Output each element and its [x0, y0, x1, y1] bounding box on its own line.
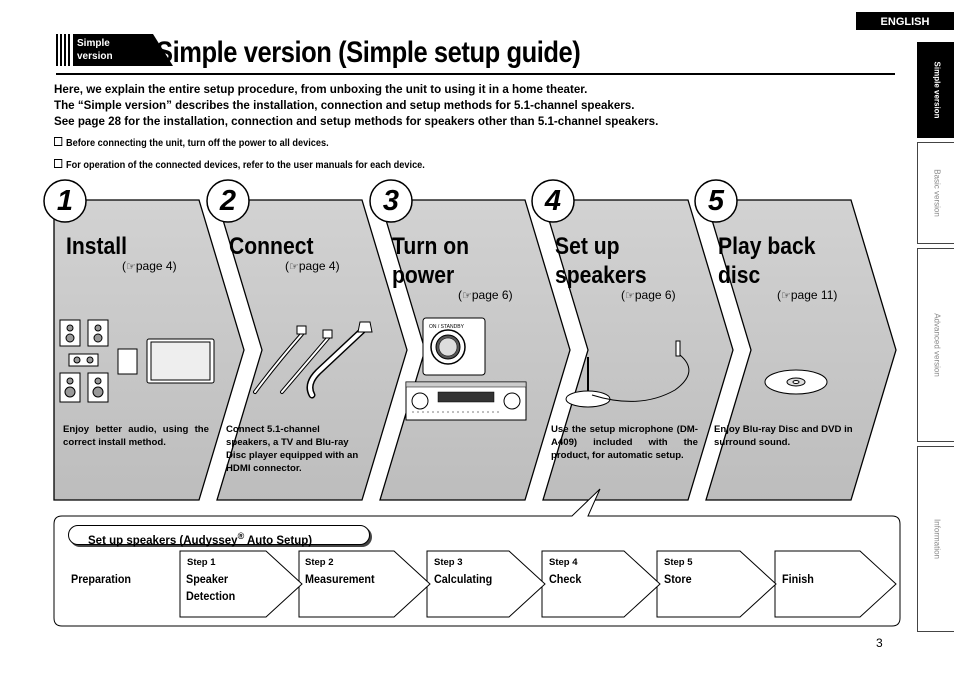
step-2-description: Connect 5.1-channel speakers, a TV and B…	[226, 424, 359, 474]
cables-illustration	[253, 321, 373, 399]
flow-step3-label: Step 3	[434, 557, 463, 568]
step-1-page-ref[interactable]: (☞page 4)	[122, 259, 177, 273]
step-4-number: 4	[544, 185, 562, 217]
flow-step4-shape	[541, 550, 661, 618]
step-4-description: Use the setup microphone (DM-A409) inclu…	[551, 424, 698, 461]
pointing-hand-icon: ☞	[126, 261, 136, 273]
microphone-illustration	[565, 340, 690, 408]
step-5-description: Enjoy Blu-ray Disc and DVD in surround s…	[714, 424, 853, 448]
simple-version-tag	[73, 34, 173, 66]
flow-step3-shape	[426, 550, 546, 618]
flow-step5-label: Step 5	[664, 557, 693, 568]
step-3-number-circle	[369, 179, 413, 223]
flow-step4-label: Step 4	[549, 557, 578, 568]
disc-illustration	[764, 369, 828, 395]
step-5-panel	[705, 199, 897, 501]
flow-step4-name: Check	[549, 572, 582, 586]
checkbox-icon	[54, 137, 63, 146]
step-1-title: Install	[66, 233, 128, 260]
step-4-panel	[542, 199, 734, 501]
step-2-number: 2	[219, 185, 237, 217]
pointing-hand-icon: ☞	[289, 261, 299, 273]
av-receiver-illustration	[405, 317, 527, 421]
flow-step5-shape	[656, 550, 777, 618]
title-divider	[56, 73, 895, 75]
step-5-number: 5	[707, 185, 725, 217]
flow-step1-shape	[179, 550, 303, 618]
side-tab-simple-version[interactable]: Simple version	[917, 42, 954, 138]
flow-step1-label: Step 1	[187, 557, 216, 568]
note-power-off: Before connecting the unit, turn off the…	[54, 137, 329, 149]
pointing-hand-icon: ☞	[462, 290, 472, 302]
flow-step5-name: Store	[664, 572, 692, 586]
step-1-number-circle	[43, 179, 87, 223]
language-label: ENGLISH	[856, 12, 954, 30]
checkbox-icon	[54, 159, 63, 168]
side-tab-basic-version[interactable]: Basic version	[917, 142, 954, 244]
flow-step2-label: Step 2	[305, 557, 334, 568]
step-3-page-ref[interactable]: (☞page 6)	[458, 288, 513, 302]
step-5-page-ref[interactable]: (☞page 11)	[777, 288, 838, 302]
step-2-number-circle	[206, 179, 250, 223]
flow-step2-name: Measurement	[305, 572, 375, 586]
step-2-page-ref[interactable]: (☞page 4)	[285, 259, 340, 273]
intro-line-1: Here, we explain the entire setup proced…	[54, 83, 588, 96]
step-5-number-circle	[694, 179, 738, 223]
pointing-hand-icon: ☞	[625, 290, 635, 302]
flow-finish-shape	[774, 550, 897, 618]
flow-preparation: Preparation	[71, 572, 132, 586]
page-title: Simple version (Simple setup guide)	[156, 36, 581, 69]
side-tab-information[interactable]: Information	[917, 446, 954, 632]
pointing-hand-icon: ☞	[781, 290, 791, 302]
step-2-title: Connect	[229, 233, 314, 260]
flow-step3-name: Calculating	[434, 572, 493, 586]
page-number: 3	[876, 636, 883, 650]
on-standby-label: ON / STANDBY	[429, 324, 465, 330]
step-4-number-circle	[531, 179, 575, 223]
flow-finish: Finish	[782, 572, 814, 586]
step-2-panel	[216, 199, 408, 501]
flow-step2-shape	[298, 550, 431, 618]
step-1-description: Enjoy better audio, using the correct in…	[63, 424, 209, 448]
audyssey-section-label: Set up speakers (Audyssey® Auto Setup)	[68, 525, 370, 547]
note-user-manuals: For operation of the connected devices, …	[54, 159, 425, 171]
step-4-page-ref[interactable]: (☞page 6)	[621, 288, 676, 302]
speakers-tv-illustration	[59, 319, 215, 403]
side-tab-advanced-version[interactable]: Advanced version	[917, 248, 954, 442]
intro-line-2: The “Simple version” describes the insta…	[54, 99, 635, 112]
intro-line-3: See page 28 for the installation, connec…	[54, 115, 659, 128]
step-1-number: 1	[56, 185, 74, 217]
step-3-number: 3	[382, 185, 400, 217]
